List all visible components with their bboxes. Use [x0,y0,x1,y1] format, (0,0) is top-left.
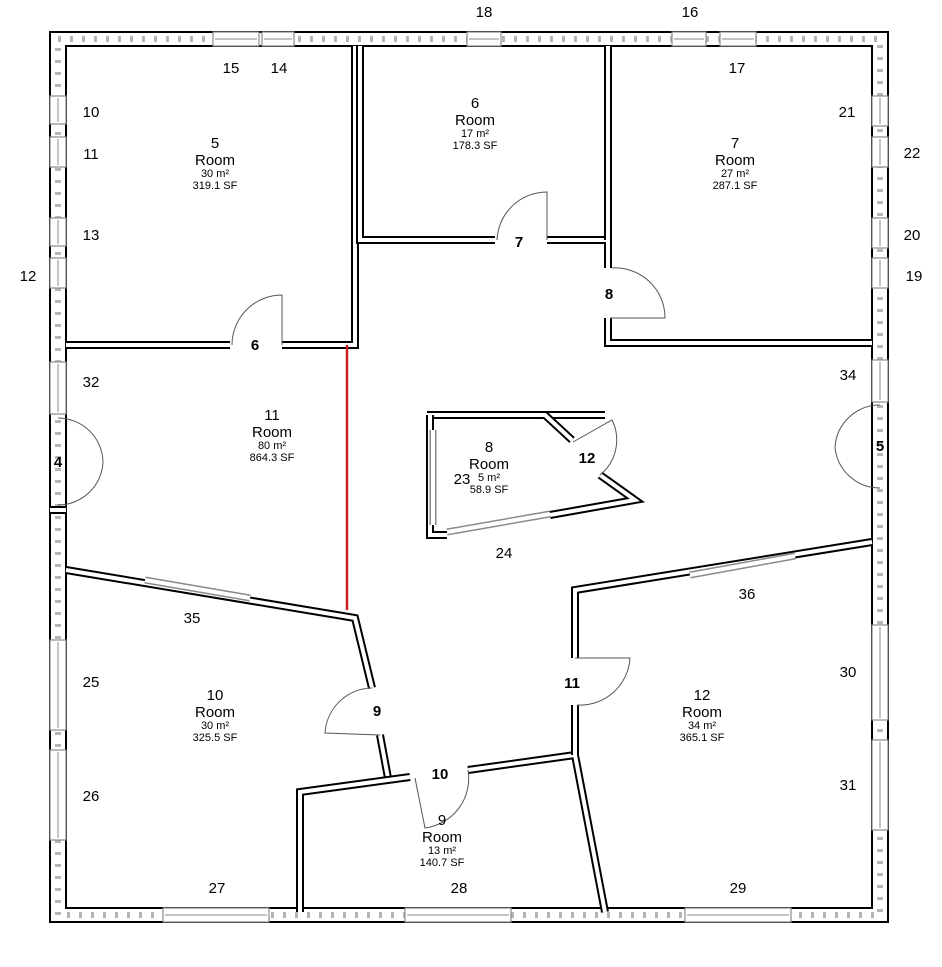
room-name: Room [682,704,722,721]
interior-wall-core [378,734,390,779]
interior-wall-core [547,238,610,268]
door-tag: 12 [579,450,596,467]
window-tag: 35 [184,610,201,627]
window-tag: 17 [729,60,746,77]
room-name: Room [422,829,462,846]
door-swing [57,417,104,506]
interior-wall-core [298,775,411,912]
interior-wall [296,773,411,912]
windows [49,31,889,923]
window-tag: 13 [83,227,100,244]
window-tag: 20 [904,227,921,244]
interior-wall-core [467,752,607,913]
window-tag: 16 [682,4,699,21]
window-tag: 11 [83,146,99,163]
doors [57,191,881,829]
room-name: Room [252,424,292,441]
room-number: 12 [694,687,711,704]
window-glass [144,578,251,600]
room-area-m2: 34 m² [688,720,716,732]
room-number: 5 [211,135,219,152]
room-number: 8 [485,439,493,456]
room-number: 6 [471,95,479,112]
window-tag: 19 [906,268,923,285]
door-tag: 11 [564,675,580,692]
room-area-m2: 30 m² [201,168,229,180]
room-area-m2: 5 m² [478,472,500,484]
door-swing [231,294,283,346]
window-glass [446,512,551,534]
room-number: 7 [731,135,739,152]
window-tag: 10 [83,104,100,121]
room-area-sf: 178.3 SF [453,140,498,152]
window-tag: 32 [83,374,100,391]
room-area-m2: 27 m² [721,168,749,180]
interior-wall-core [358,46,495,242]
door-tag: 4 [54,454,63,471]
room-name: Room [195,704,235,721]
room-area-sf: 287.1 SF [713,180,758,192]
interior-wall [571,538,873,658]
interior-wall-core [65,568,374,689]
room-name: Room [455,112,495,129]
door-tag: 10 [432,766,449,783]
room-area-sf: 319.1 SF [193,180,238,192]
interior-wall [467,750,609,913]
room-name: Room [469,456,509,473]
interior-wall-core [427,413,574,442]
room-area-m2: 30 m² [201,720,229,732]
window-tag: 30 [840,664,857,681]
room-number: 10 [207,687,224,704]
door-swing [834,404,881,489]
window-tag: 15 [223,60,240,77]
interior-wall-core [549,473,641,517]
door-tag: 9 [373,703,381,720]
window-tag: 29 [730,880,747,897]
interior-wall [65,566,376,689]
window-tag: 34 [840,367,857,384]
interior-wall [604,318,872,347]
window-tag: 18 [476,4,493,21]
window-tag: 36 [739,586,756,603]
door-swing [572,419,618,476]
room-area-m2: 13 m² [428,845,456,857]
window-tag: 28 [451,880,468,897]
door-swing [496,191,548,241]
interior-wall [547,236,612,268]
window-tag: 25 [83,674,100,691]
door-swing [324,687,381,736]
interior-wall-core [606,318,872,345]
door-swing [414,769,470,829]
door-tag: 7 [515,234,523,251]
room-area-sf: 864.3 SF [250,452,295,464]
room-area-sf: 58.9 SF [470,484,509,496]
window-tag: 12 [20,268,37,285]
room-area-m2: 80 m² [258,440,286,452]
window-tag: 22 [904,145,921,162]
interior-wall [282,46,359,349]
interior-wall-core [282,46,357,347]
room-number: 11 [264,407,280,424]
door-swing [575,657,631,706]
window-glass [689,554,796,577]
room-area-sf: 140.7 SF [420,857,465,869]
door-tag: 8 [605,286,613,303]
window-tag: 26 [83,788,100,805]
room-name: Room [715,152,755,169]
window-tag: 14 [271,60,288,77]
room-number: 9 [438,812,446,829]
window-tag: 23 [454,471,471,488]
room-name: Room [195,152,235,169]
interior-wall-core [573,540,873,658]
door-tag: 6 [251,337,259,354]
door-swing [610,267,666,319]
window-tag: 27 [209,880,226,897]
room-area-sf: 365.1 SF [680,732,725,744]
window-tag: 31 [840,777,857,794]
room-area-sf: 325.5 SF [193,732,238,744]
window-tag: 21 [839,104,856,121]
door-tag: 5 [876,438,884,455]
room-area-m2: 17 m² [461,128,489,140]
window-tag: 24 [496,545,513,562]
